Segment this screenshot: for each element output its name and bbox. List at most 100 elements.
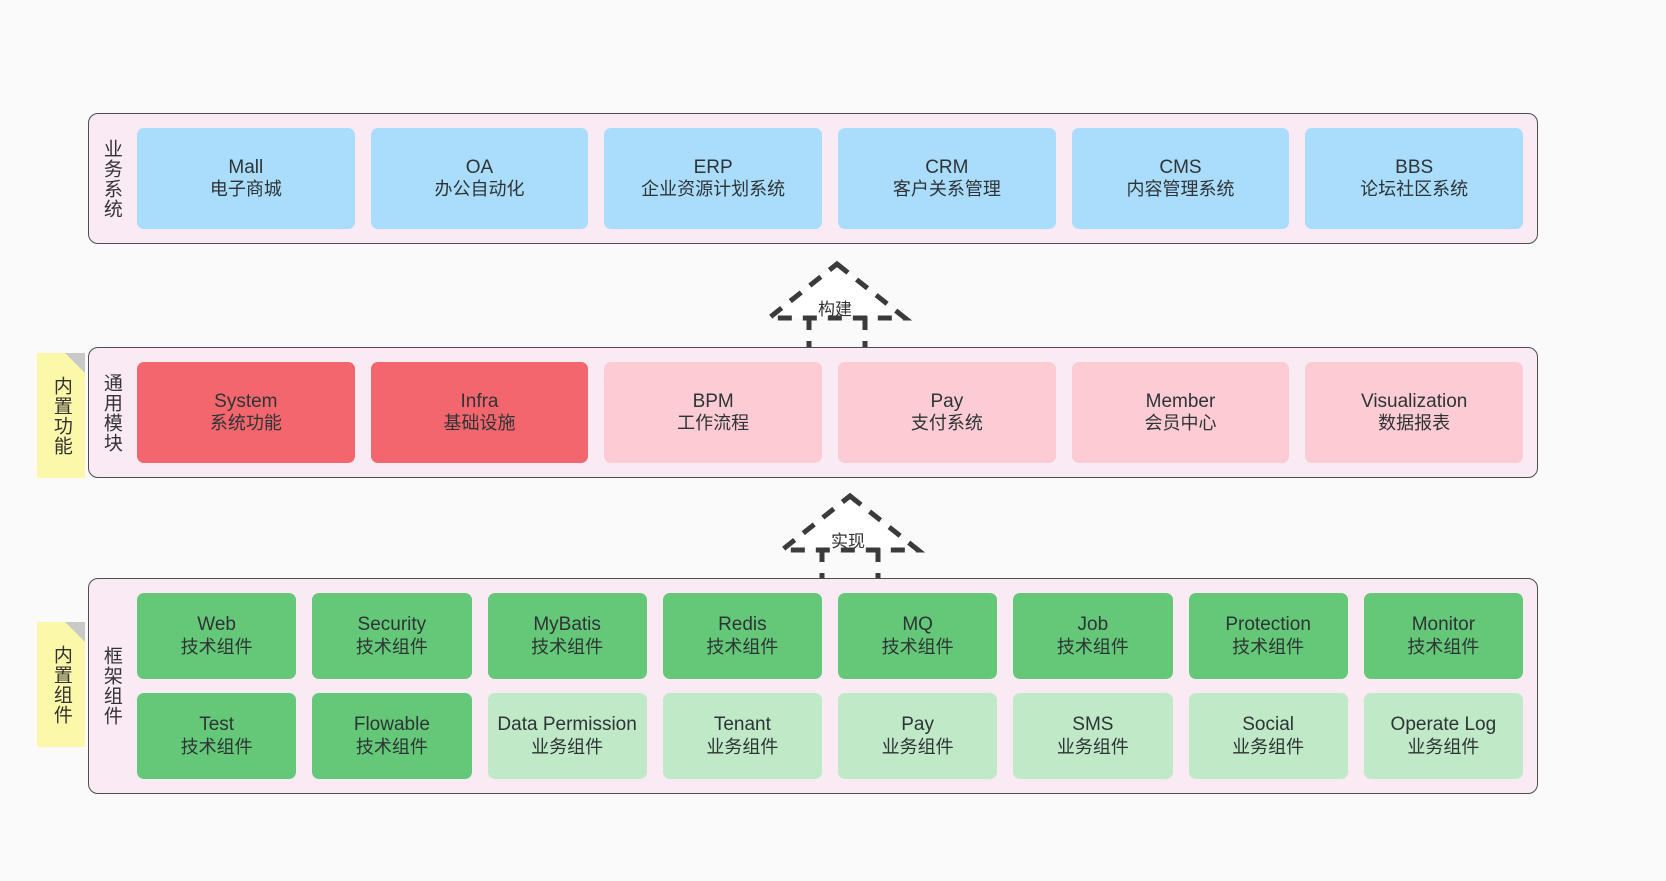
module-card[interactable]: Member 会员中心 — [1071, 362, 1290, 463]
note-builtin-features[interactable]: 内置功能 — [37, 353, 85, 478]
layer-cells-common-modules: System 系统功能 Infra 基础设施 BPM 工作流程 Pay 支付系统… — [133, 348, 1537, 477]
module-card-subtitle: 技术组件 — [881, 636, 954, 657]
module-card-subtitle: 技术组件 — [180, 736, 253, 757]
module-card-title: CMS — [1159, 156, 1202, 178]
module-card-subtitle: 业务组件 — [881, 736, 954, 757]
module-card[interactable]: MyBatis 技术组件 — [487, 593, 647, 679]
module-card[interactable]: OA 办公自动化 — [370, 128, 589, 229]
note-fold-corner-icon — [65, 622, 85, 642]
module-card[interactable]: CMS 内容管理系统 — [1071, 128, 1290, 229]
module-card[interactable]: Mall 电子商城 — [137, 128, 355, 229]
module-card[interactable]: Security 技术组件 — [312, 593, 472, 679]
module-card-title: Test — [199, 714, 235, 736]
module-card-subtitle: 内容管理系统 — [1126, 179, 1235, 200]
module-card-subtitle: 技术组件 — [1056, 636, 1129, 657]
note-builtin-components[interactable]: 内置组件 — [37, 622, 85, 747]
module-card-title: Web — [197, 614, 236, 636]
module-card-title: Job — [1077, 614, 1109, 636]
module-card-subtitle: 技术组件 — [1232, 636, 1305, 657]
module-card-title: Data Permission — [497, 714, 637, 736]
module-card-title: Infra — [460, 390, 499, 412]
connector-build: 构建 — [757, 258, 917, 352]
module-card-title: Pay — [930, 390, 964, 412]
module-card-subtitle: 办公自动化 — [434, 179, 525, 200]
module-card-title: BBS — [1395, 156, 1434, 178]
connector-build-label: 构建 — [818, 300, 852, 319]
module-card-subtitle: 支付系统 — [910, 413, 983, 434]
module-card-subtitle: 数据报表 — [1378, 413, 1451, 434]
module-card-subtitle: 技术组件 — [355, 636, 428, 657]
module-card-title: Security — [357, 614, 427, 636]
module-card[interactable]: Test 技术组件 — [137, 693, 297, 779]
module-card[interactable]: MQ 技术组件 — [838, 593, 998, 679]
module-card-subtitle: 业务组件 — [1407, 736, 1480, 757]
module-card[interactable]: ERP 企业资源计划系统 — [604, 128, 822, 229]
module-card[interactable]: System 系统功能 — [137, 362, 355, 463]
module-card[interactable]: Visualization 数据报表 — [1305, 362, 1523, 463]
layer-common-modules[interactable]: 通用模块 System 系统功能 Infra 基础设施 BPM 工作流程 Pay… — [88, 347, 1538, 478]
module-card-title: Redis — [718, 614, 767, 636]
module-card-title: Member — [1145, 390, 1216, 412]
layer-cells-business-systems: Mall 电子商城 OA 办公自动化 ERP 企业资源计划系统 CRM 客户关系… — [133, 114, 1537, 243]
module-card[interactable]: Operate Log 业务组件 — [1363, 693, 1523, 779]
module-card[interactable]: Monitor 技术组件 — [1363, 593, 1523, 679]
module-card[interactable]: Infra 基础设施 — [370, 362, 589, 463]
module-card-title: SMS — [1072, 714, 1114, 736]
layer-title-common-modules: 通用模块 — [100, 372, 122, 453]
module-card[interactable]: BPM 工作流程 — [604, 362, 822, 463]
arrowhead-triangle — [761, 260, 913, 321]
module-card-subtitle: 技术组件 — [1407, 636, 1480, 657]
module-card-subtitle: 电子商城 — [209, 179, 282, 200]
module-card[interactable]: Flowable 技术组件 — [312, 693, 472, 779]
connector-realize-label: 实现 — [831, 532, 865, 551]
layer-business-systems[interactable]: 业务系统 Mall 电子商城 OA 办公自动化 ERP 企业资源计划系统 CRM… — [88, 113, 1538, 244]
note-builtin-features-label: 内置功能 — [50, 375, 72, 456]
module-card-title: MyBatis — [533, 614, 601, 636]
module-card[interactable]: Pay 业务组件 — [838, 693, 998, 779]
module-card[interactable]: Job 技术组件 — [1013, 593, 1173, 679]
module-card[interactable]: Protection 技术组件 — [1188, 593, 1348, 679]
module-card[interactable]: Social 业务组件 — [1188, 693, 1348, 779]
module-card-subtitle: 业务组件 — [1232, 736, 1305, 757]
module-card-subtitle: 技术组件 — [180, 636, 253, 657]
module-card-title: Operate Log — [1390, 714, 1497, 736]
layer-cells-framework-components: Web 技术组件 Security 技术组件 MyBatis 技术组件 Redi… — [133, 579, 1537, 793]
module-card[interactable]: Pay 支付系统 — [838, 362, 1056, 463]
module-card-subtitle: 技术组件 — [531, 636, 604, 657]
module-card-title: OA — [465, 156, 494, 178]
module-card[interactable]: BBS 论坛社区系统 — [1305, 128, 1523, 229]
module-card[interactable]: Web 技术组件 — [137, 593, 297, 679]
module-card-subtitle: 业务组件 — [531, 736, 604, 757]
layer-title-framework-components: 框架组件 — [100, 646, 122, 726]
note-builtin-components-label: 内置组件 — [50, 644, 72, 725]
module-card[interactable]: Tenant 业务组件 — [662, 693, 822, 779]
module-card-subtitle: 客户关系管理 — [892, 179, 1001, 200]
module-card-subtitle: 系统功能 — [209, 413, 282, 434]
module-card-title: Visualization — [1361, 390, 1468, 412]
module-card-title: Social — [1242, 714, 1294, 736]
module-card-subtitle: 会员中心 — [1144, 413, 1217, 434]
connector-realize: 实现 — [770, 490, 930, 584]
module-card-title: Flowable — [353, 714, 430, 736]
module-card[interactable]: CRM 客户关系管理 — [838, 128, 1056, 229]
module-card-title: MQ — [902, 614, 933, 636]
module-card-title: Mall — [228, 156, 264, 178]
module-card-title: ERP — [693, 156, 733, 178]
module-card-subtitle: 论坛社区系统 — [1360, 179, 1469, 200]
module-card-title: Protection — [1225, 614, 1311, 636]
layer-title-business-systems: 业务系统 — [100, 138, 122, 219]
module-card-title: CRM — [925, 156, 969, 178]
module-card-subtitle: 技术组件 — [355, 736, 428, 757]
module-card-subtitle: 工作流程 — [677, 413, 750, 434]
arrowhead-triangle — [774, 492, 926, 553]
module-card[interactable]: Redis 技术组件 — [662, 593, 822, 679]
module-card[interactable]: SMS 业务组件 — [1013, 693, 1173, 779]
module-card-title: Tenant — [713, 714, 771, 736]
module-card-subtitle: 业务组件 — [1056, 736, 1129, 757]
module-card-subtitle: 业务组件 — [706, 736, 779, 757]
layer-framework-components[interactable]: 框架组件 Web 技术组件 Security 技术组件 MyBatis 技术组件… — [88, 578, 1538, 794]
note-fold-corner-icon — [65, 353, 85, 373]
module-card-subtitle: 技术组件 — [706, 636, 779, 657]
module-card[interactable]: Data Permission 业务组件 — [487, 693, 647, 779]
